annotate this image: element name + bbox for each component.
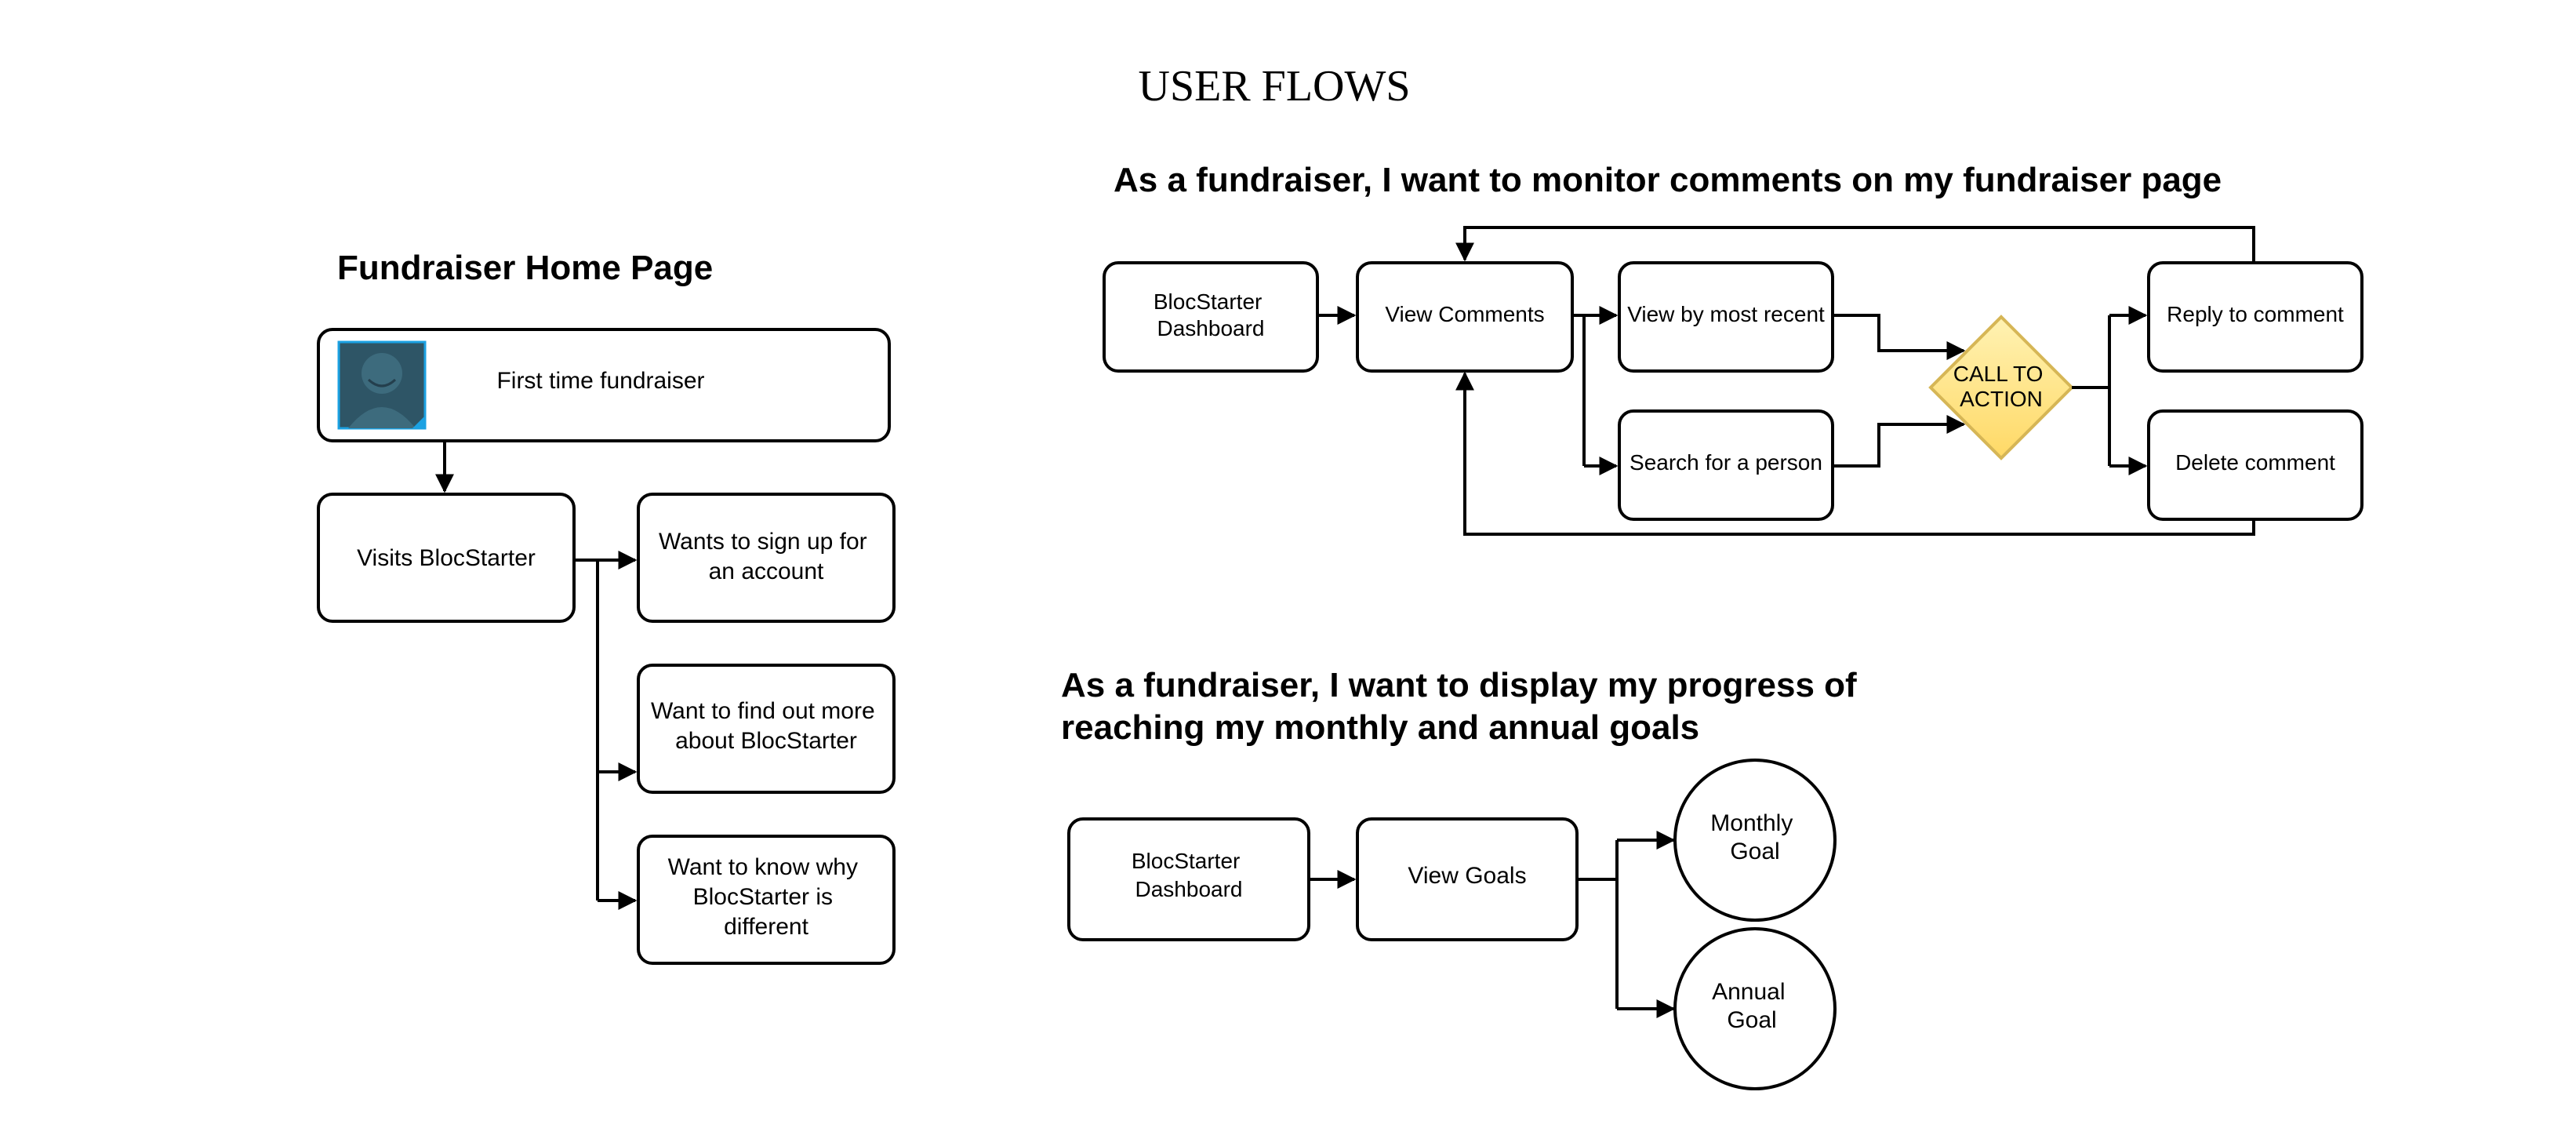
edge-delete-loop	[1455, 371, 2255, 536]
page-title: USER FLOWS	[1139, 62, 1411, 111]
goals-dashboard-line1: BlocStarter	[1132, 849, 1241, 873]
svg-text:Wants to sign up for a: Wants to sign up for an account	[659, 529, 874, 584]
view-recent-label: View by most recent	[1627, 302, 1825, 326]
view-recent-node: View by most recent	[1618, 261, 1834, 373]
signup-label-line2: an account	[709, 559, 824, 584]
monthly-goal-line1: Monthly	[1710, 810, 1793, 836]
monthly-goal-node: Monthly Goal	[1673, 759, 1837, 922]
different-node: Want to know why BlocStarter is differen…	[637, 835, 896, 965]
section-comments-title: As a fundraiser, I want to monitor comme…	[1114, 161, 2222, 199]
edge-cta-branch	[2072, 386, 2111, 466]
section-fundraiser-home: Fundraiser Home Page First time fundrais…	[317, 249, 896, 965]
cta-label-line2: ACTION	[1960, 387, 2043, 411]
svg-text:As a fundraiser, I want to dis: As a fundraiser, I want to display my pr…	[1061, 666, 1866, 747]
learn-label-line1: Want to find out more	[651, 698, 875, 724]
goals-dashboard-node: BlocStarter Dashboard	[1067, 817, 1310, 941]
comments-dashboard-line1: BlocStarter	[1154, 289, 1263, 314]
section-home-title: Fundraiser Home Page	[337, 249, 713, 287]
svg-text:CALL TO ACTION: CALL TO ACTION	[1953, 362, 2049, 411]
edge-comments-branch	[1572, 314, 1586, 466]
delete-label: Delete comment	[2175, 450, 2335, 475]
goals-dashboard-line2: Dashboard	[1135, 877, 1243, 901]
cta-label-line1: CALL TO	[1953, 362, 2044, 386]
visits-label: Visits BlocStarter	[357, 545, 536, 571]
different-label-line2: BlocStarter is	[693, 884, 833, 910]
view-goals-node: View Goals	[1356, 817, 1579, 941]
view-comments-node: View Comments	[1356, 261, 1574, 373]
monthly-goal-line2: Goal	[1730, 839, 1779, 864]
persona-label: First time fundraiser	[496, 368, 704, 394]
visits-node: Visits BlocStarter	[317, 493, 576, 623]
comments-dashboard-node: BlocStarter Dashboard	[1103, 261, 1319, 373]
section-goals: As a fundraiser, I want to display my pr…	[1061, 666, 1866, 1090]
edge-visits-branch	[574, 559, 599, 901]
delete-node: Delete comment	[2147, 409, 2363, 521]
comments-dashboard-line2: Dashboard	[1157, 316, 1265, 340]
call-to-action-node: CALL TO ACTION	[1928, 315, 2074, 460]
signup-node: Wants to sign up for an account	[637, 493, 896, 623]
different-label-line1: Want to know why	[668, 854, 858, 880]
svg-text:Want to know why BlocS: Want to know why BlocStarter is differen…	[668, 854, 865, 940]
edge-search-to-cta	[1833, 415, 1966, 468]
user-avatar-icon	[337, 340, 427, 430]
view-goals-label: View Goals	[1408, 863, 1526, 889]
signup-label-line1: Wants to sign up for	[659, 529, 867, 555]
annual-goal-line1: Annual	[1712, 979, 1785, 1005]
section-goals-title-line1: As a fundraiser, I want to display my pr…	[1061, 666, 1857, 704]
svg-text:BlocStarter Dashboard: BlocStarter Dashboard	[1132, 849, 1246, 901]
persona-node: First time fundraiser	[317, 328, 891, 442]
svg-text:Want to find out more: Want to find out more about BlocStarter	[651, 698, 881, 754]
annual-goal-node: Annual Goal	[1673, 927, 1837, 1090]
reply-label: Reply to comment	[2167, 302, 2344, 326]
svg-text:Monthly Goal: Monthly Goal	[1710, 810, 1799, 864]
learn-label-line2: about BlocStarter	[675, 728, 857, 754]
svg-text:Annual Goal: Annual Goal	[1712, 979, 1792, 1033]
edge-reply-loop	[1455, 226, 2255, 263]
edge-goals-branch	[1577, 878, 1619, 1009]
different-label-line3: different	[724, 914, 809, 940]
section-goals-title-line2: reaching my monthly and annual goals	[1061, 708, 1699, 747]
view-comments-label: View Comments	[1385, 302, 1544, 326]
edge-recent-to-cta	[1833, 314, 1966, 360]
reply-node: Reply to comment	[2147, 261, 2363, 373]
section-monitor-comments: As a fundraiser, I want to monitor comme…	[1103, 161, 2363, 536]
annual-goal-line2: Goal	[1727, 1007, 1776, 1033]
search-person-node: Search for a person	[1618, 409, 1834, 521]
learn-node: Want to find out more about BlocStarter	[637, 664, 896, 794]
svg-text:BlocStarter Dashboard: BlocStarter Dashboard	[1154, 289, 1268, 340]
search-person-label: Search for a person	[1630, 450, 1822, 475]
